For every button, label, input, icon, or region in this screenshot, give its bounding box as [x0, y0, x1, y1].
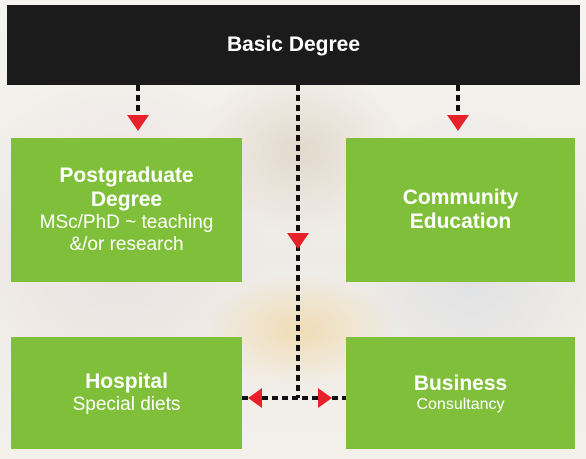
- postgraduate-detail-line1: MSc/PhD ~ teaching: [39, 212, 214, 234]
- community-line2: Education: [409, 210, 512, 233]
- postgraduate-title-line1: Postgraduate: [59, 164, 194, 188]
- postgraduate-title-line2: Degree: [90, 188, 163, 212]
- arrow-right-bottom: [318, 388, 332, 408]
- arrow-down-left: [127, 115, 149, 131]
- hospital-detail: Special diets: [72, 394, 181, 416]
- postgraduate-degree-box: Postgraduate Degree MSc/PhD ~ teaching &…: [11, 138, 242, 282]
- arrow-down-center: [287, 233, 309, 249]
- community-education-box: Community Education: [346, 138, 575, 282]
- postgraduate-detail-line2: &/or research: [69, 234, 184, 256]
- business-detail: Consultancy: [416, 395, 505, 413]
- basic-degree-label: Basic Degree: [226, 32, 361, 56]
- arrow-down-right: [447, 115, 469, 131]
- community-line1: Community: [402, 185, 519, 209]
- hospital-box: Hospital Special diets: [11, 337, 242, 449]
- hospital-title: Hospital: [85, 370, 168, 393]
- arrow-left-bottom: [248, 388, 262, 408]
- basic-degree-box: Basic Degree: [7, 5, 580, 85]
- business-box: Business Consultancy: [346, 337, 575, 449]
- business-title: Business: [413, 371, 508, 395]
